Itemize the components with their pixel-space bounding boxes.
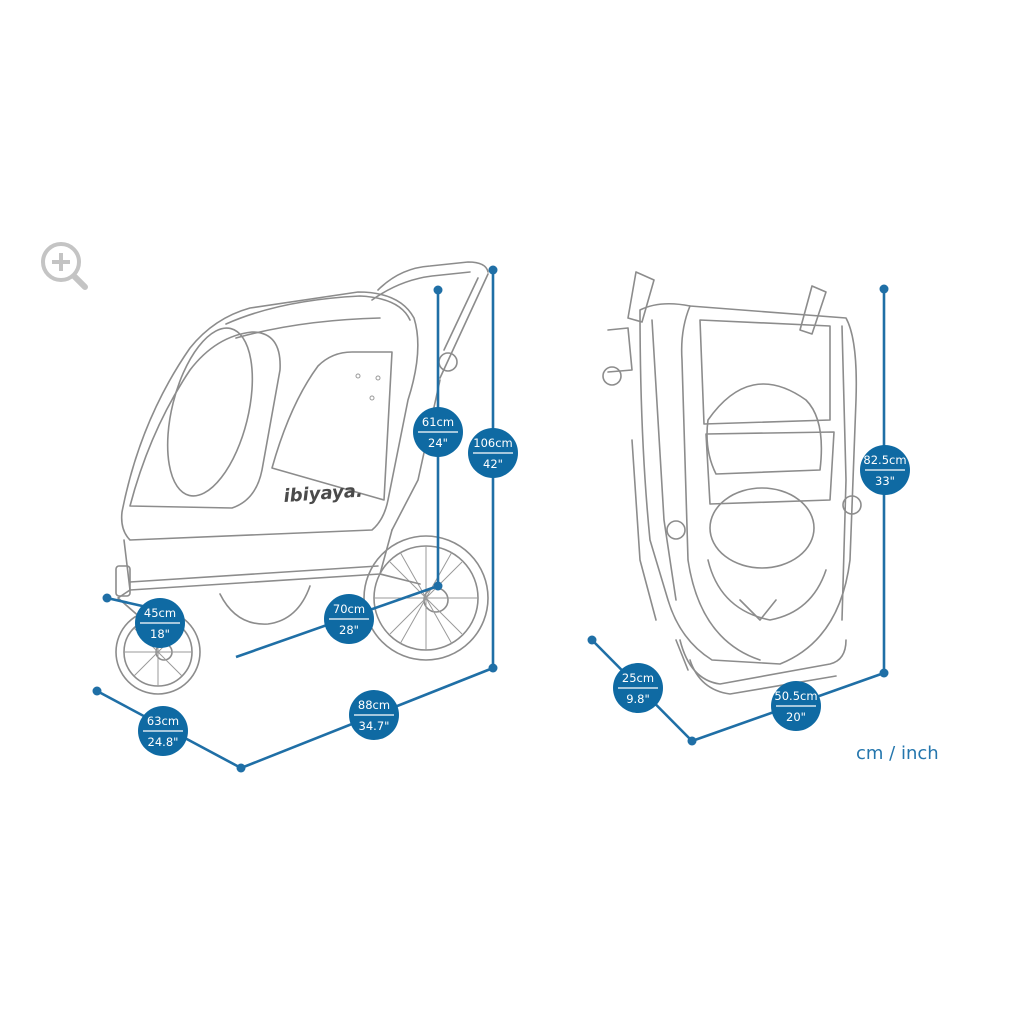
badge-inch-value: 9.8" xyxy=(626,692,650,706)
badge-folded-width: 50.5cm 20" xyxy=(771,681,821,731)
badge-inch-value: 18" xyxy=(150,627,170,641)
badge-wheel-diameter: 45cm 18" xyxy=(135,598,185,648)
badge-total-length: 88cm 34.7" xyxy=(349,690,399,740)
badge-inch-value: 24.8" xyxy=(148,735,179,749)
badge-cm-value: 88cm xyxy=(358,698,390,712)
badge-cm-value: 70cm xyxy=(333,602,365,616)
badge-cm-value: 63cm xyxy=(147,714,179,728)
badge-inch-value: 24" xyxy=(428,436,448,450)
badge-inch-value: 34.7" xyxy=(359,719,390,733)
badge-inch-value: 42" xyxy=(483,457,503,471)
badge-inch-value: 20" xyxy=(786,710,806,724)
badge-cm-value: 50.5cm xyxy=(774,689,817,703)
badge-folded-depth: 25cm 9.8" xyxy=(613,663,663,713)
badge-folded-height: 82.5cm 33" xyxy=(860,445,910,495)
badge-inch-value: 33" xyxy=(875,474,895,488)
badge-rear-width: 70cm 28" xyxy=(324,594,374,644)
badge-front-width: 63cm 24.8" xyxy=(138,706,188,756)
badge-cm-value: 25cm xyxy=(622,671,654,685)
badge-total-height: 106cm 42" xyxy=(468,428,518,478)
badge-cm-value: 82.5cm xyxy=(863,453,906,467)
stroller-folded-drawing xyxy=(602,271,862,695)
dimension-lines xyxy=(92,265,889,773)
zoom-in-icon[interactable] xyxy=(41,242,88,290)
unit-label: cm / inch xyxy=(856,743,939,764)
badge-cabin-height: 61cm 24" xyxy=(413,407,463,457)
badge-cm-value: 61cm xyxy=(422,415,454,429)
badge-inch-value: 28" xyxy=(339,623,359,637)
badge-cm-value: 45cm xyxy=(144,606,176,620)
badge-cm-value: 106cm xyxy=(473,436,512,450)
brand-logo: ibiyaya. xyxy=(283,481,364,507)
